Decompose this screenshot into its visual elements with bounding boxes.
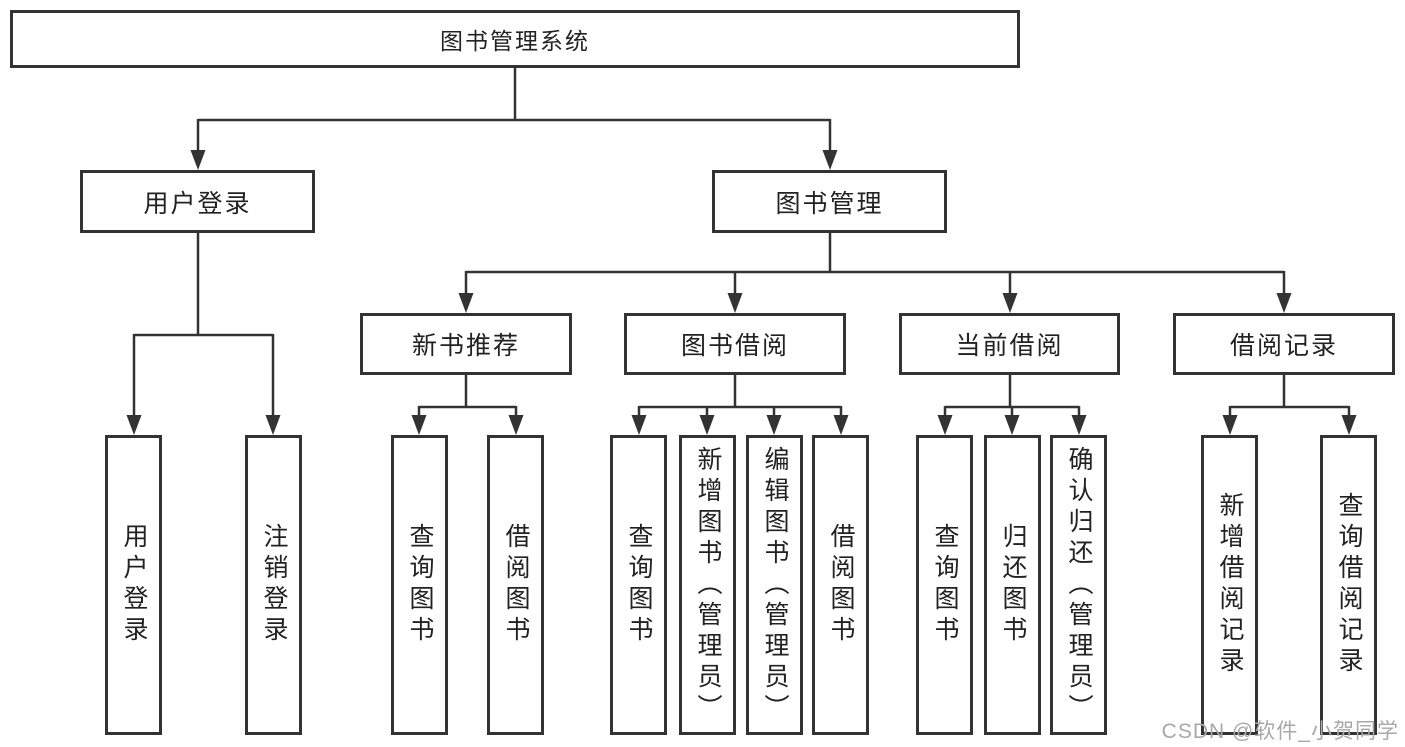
leaf-query-books-recommend: 查询图书 [391, 435, 448, 735]
leaf-query-books-current: 查询图书 [916, 435, 973, 735]
leaf-add-borrow-record: 新增借阅记录 [1201, 435, 1258, 735]
leaf-borrow-books-recommend: 借阅图书 [487, 435, 544, 735]
leaf-borrow-books-borrowing: 借阅图书 [812, 435, 869, 735]
leaf-query-books-borrowing: 查询图书 [610, 435, 667, 735]
node-book-management: 图书管理 [712, 170, 947, 233]
leaf-confirm-return-admin: 确认归还（管理员） [1050, 435, 1107, 735]
leaf-logout: 注销登录 [245, 435, 302, 735]
leaf-edit-book-admin: 编辑图书（管理员） [746, 435, 803, 735]
node-borrowing-records: 借阅记录 [1173, 313, 1395, 375]
leaf-return-book: 归还图书 [984, 435, 1041, 735]
node-current-borrowing: 当前借阅 [899, 313, 1120, 375]
leaf-user-login: 用户登录 [105, 435, 162, 735]
watermark-csdn: CSDN @软件_小贺同学 [1161, 720, 1399, 743]
leaf-query-borrow-record: 查询借阅记录 [1320, 435, 1377, 735]
node-user-login: 用户登录 [80, 170, 315, 233]
leaf-add-book-admin: 新增图书（管理员） [679, 435, 736, 735]
node-library-management-system: 图书管理系统 [10, 10, 1020, 68]
node-new-book-recommend: 新书推荐 [360, 313, 572, 375]
node-book-borrowing: 图书借阅 [624, 313, 846, 375]
